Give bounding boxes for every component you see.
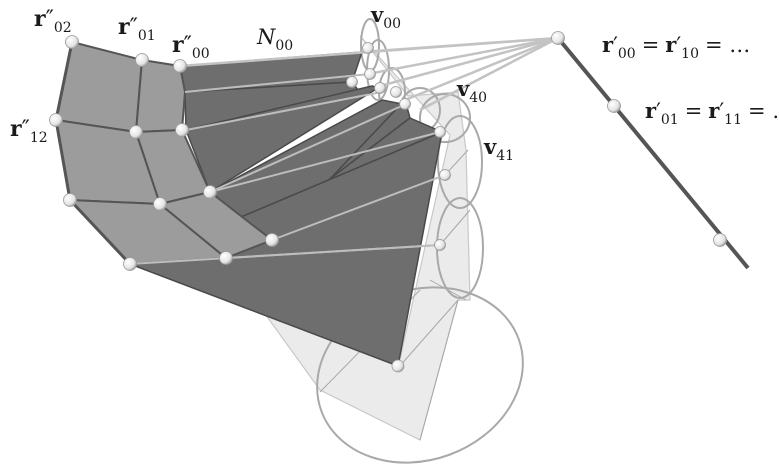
left-patch-surface <box>55 41 273 265</box>
label-eq-r00-r10: r′00=r′10= … <box>602 32 750 62</box>
label-v41: v41 <box>483 134 514 164</box>
label-v40: v40 <box>456 76 487 106</box>
back-grid-line <box>439 209 471 246</box>
label-n00: N00 <box>256 25 293 54</box>
label-r02: r″02 <box>34 6 72 36</box>
label-r01: r″01 <box>118 14 156 44</box>
label-v00: v00 <box>370 2 401 32</box>
label-r00: r″00 <box>172 32 210 62</box>
left-patch-outer-edge <box>54 41 132 266</box>
fan-rays <box>129 73 446 265</box>
back-grid-line <box>397 299 459 369</box>
back-grid-line <box>419 299 459 441</box>
nodes <box>49 31 727 373</box>
dark-fan-surface <box>129 51 443 367</box>
curve-r-prime-line <box>556 36 750 270</box>
label-eq-r01-r11: r′01=r′11= … <box>645 98 779 128</box>
label-r12: r″12 <box>10 116 48 146</box>
